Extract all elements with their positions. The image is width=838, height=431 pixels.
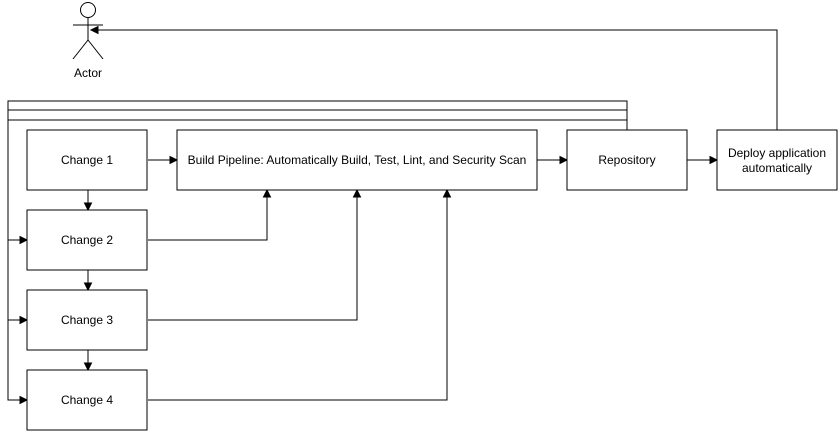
arrowhead-change4-to-pipeline xyxy=(442,188,452,198)
arrowhead-change2-to-change3 xyxy=(83,282,93,292)
arrowhead-change3-to-pipeline xyxy=(352,188,362,198)
arrowhead-change4 xyxy=(19,395,29,405)
arrowhead-deploy-to-actor xyxy=(89,25,99,35)
edge-deploy-to-actor xyxy=(98,29,778,130)
actor-right-leg xyxy=(87,39,104,60)
change1-label: Change 1 xyxy=(61,153,113,167)
node-build-pipeline: Build Pipeline: Automatically Build, Tes… xyxy=(176,129,538,191)
build-pipeline-label: Build Pipeline: Automatically Build, Tes… xyxy=(188,153,527,167)
actor-label: Actor xyxy=(74,66,102,80)
node-change1: Change 1 xyxy=(26,129,148,191)
actor-head xyxy=(80,2,96,18)
arrowhead-change1-to-change2 xyxy=(83,202,93,212)
edge-repository-to-change3 xyxy=(7,119,627,321)
node-change3: Change 3 xyxy=(26,289,148,351)
actor-left-leg xyxy=(72,39,89,60)
edge-repository-to-change4 xyxy=(7,320,20,401)
change3-label: Change 3 xyxy=(61,313,113,327)
change2-label: Change 2 xyxy=(61,233,113,247)
deploy-label-line1: Deploy application xyxy=(728,146,826,160)
node-change4: Change 4 xyxy=(26,369,148,431)
actor: Actor xyxy=(72,2,104,80)
node-repository: Repository xyxy=(566,129,688,191)
node-change2: Change 2 xyxy=(26,209,148,271)
edge-change4-to-pipeline xyxy=(148,197,448,401)
repository-label: Repository xyxy=(598,153,655,167)
arrowhead-change1-to-pipeline xyxy=(169,155,179,165)
edge-change3-to-pipeline xyxy=(148,197,358,321)
edge-change2-to-pipeline xyxy=(148,197,268,241)
arrowhead-pipeline-to-repository xyxy=(559,155,569,165)
node-deploy: Deploy application automatically xyxy=(716,129,838,191)
deploy-label-line2: automatically xyxy=(742,161,812,175)
change4-label: Change 4 xyxy=(61,393,113,407)
arrowhead-change2-to-pipeline xyxy=(262,188,272,198)
edge-repository-to-change1 xyxy=(7,100,628,130)
arrowhead-repository-to-deploy xyxy=(709,155,719,165)
arrowhead-change2 xyxy=(19,235,29,245)
arrowhead-change3-to-change4 xyxy=(83,362,93,372)
arrowhead-change3 xyxy=(19,315,29,325)
